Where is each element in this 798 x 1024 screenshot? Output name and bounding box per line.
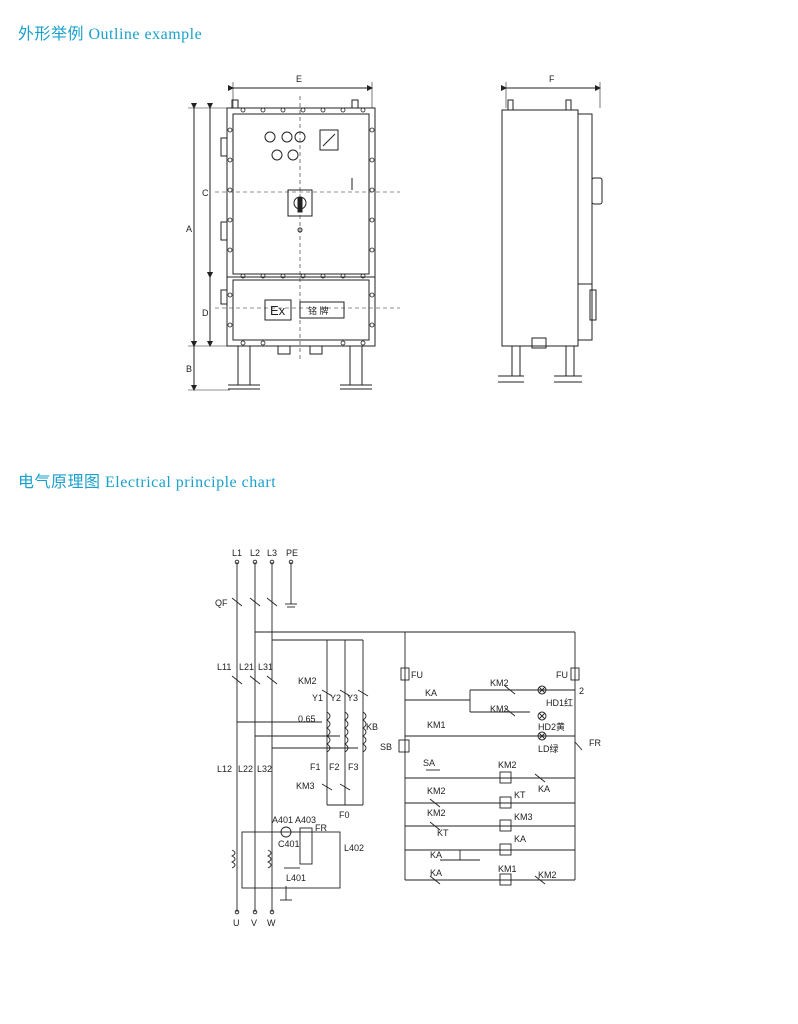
front-view [188,82,400,391]
dim-d-label: D [202,308,209,318]
label-r3-coil: KM3 [514,812,533,822]
label-l21: L21 [239,662,254,672]
label-l1: L1 [232,548,242,558]
label-r3-contact: KM2 [427,808,446,818]
label-ld: LD绿 [538,743,559,754]
label-f0: F0 [339,810,350,820]
label-fr-main: FR [315,823,327,833]
label-sb: SB [380,742,392,752]
label-km3-main: KM3 [296,781,315,791]
label-r1-ka: KA [538,784,550,794]
label-a401: A401 [272,815,293,825]
label-r2-contact: KM2 [427,786,446,796]
label-c401: C401 [278,839,300,849]
label-v: V [251,918,257,928]
label-fu-left: FU [411,670,423,680]
label-a403: A403 [295,815,316,825]
label-l3: L3 [267,548,277,558]
label-f3: F3 [348,762,359,772]
label-w: W [267,918,276,928]
dim-e-label: E [296,74,302,84]
label-r4-coil: KA [514,834,526,844]
label-y3: Y3 [347,693,358,703]
label-l31: L31 [258,662,273,672]
label-fr-control: FR [589,738,601,748]
ex-mark: Ex [270,303,286,318]
dim-a-label: A [186,224,192,234]
label-r2-coil: KT [514,790,526,800]
label-r5-km1: KM1 [498,864,517,874]
label-pe: PE [286,548,298,558]
label-l12: L12 [217,764,232,774]
dim-f-label: F [549,74,555,84]
label-l11: L11 [217,662,231,672]
label-km1: KM1 [427,720,446,730]
label-sa: SA [423,758,435,768]
label-l32: L32 [257,764,272,774]
label-fu-right-num: 2 [579,686,584,696]
label-u: U [233,918,240,928]
label-r4-kt: KT [437,828,449,838]
label-km2-main: KM2 [298,676,317,686]
dim-b-label: B [186,364,192,374]
label-f2: F2 [329,762,340,772]
schematic-wiring [230,559,583,915]
nameplate-label: 铭 牌 [308,305,329,316]
label-y1: Y1 [312,693,323,703]
label-r4-ka: KA [430,850,442,860]
label-l2: L2 [250,548,260,558]
label-l22: L22 [238,764,253,774]
label-065: 0.65 [298,714,316,724]
label-km2-b: KM2 [490,704,509,714]
label-kb: KB [366,722,378,732]
electrical-section-title: 电气原理图 Electrical principle chart [18,474,277,491]
label-r5-ka: KA [430,868,442,878]
label-km2-a: KM2 [490,678,509,688]
label-r5-km2: KM2 [538,870,557,880]
label-y2: Y2 [330,693,341,703]
label-hd2: HD2黄 [538,721,565,732]
label-qf: QF [215,598,228,608]
label-fu-right: FU [556,670,568,680]
label-f1: F1 [310,762,321,772]
dim-c-label: C [202,188,209,198]
label-l401: L401 [286,873,306,883]
label-l402: L402 [344,843,364,853]
outline-section-title: 外形举例 Outline example [18,26,203,43]
label-hd1: HD1红 [546,697,573,708]
label-r1-coil: KM2 [498,760,517,770]
side-view [498,82,603,383]
label-ka-top: KA [425,688,437,698]
